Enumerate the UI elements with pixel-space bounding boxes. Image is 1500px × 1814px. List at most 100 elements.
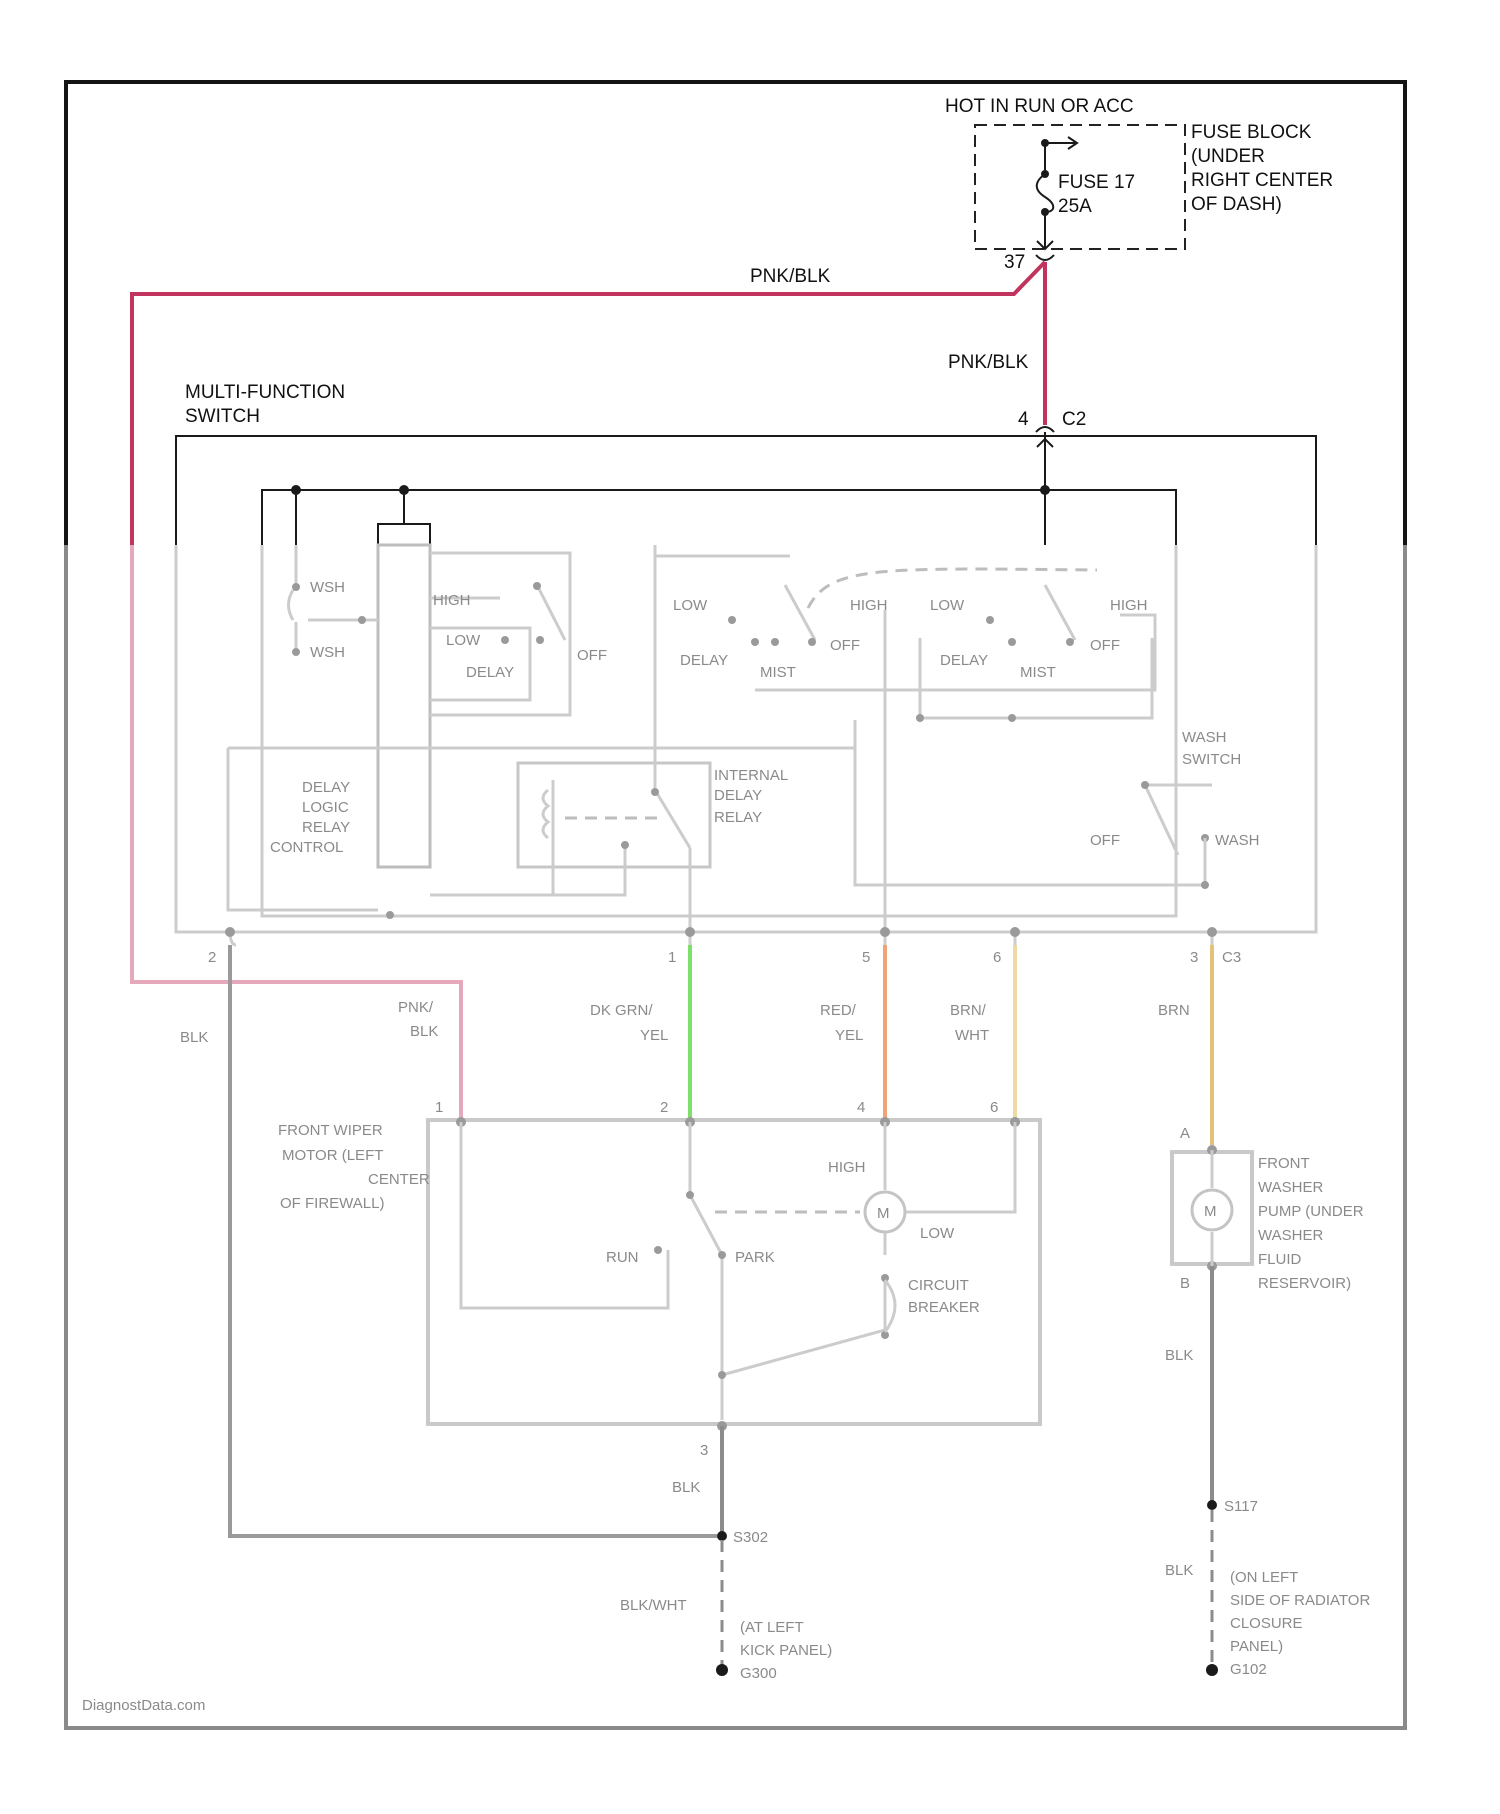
mfs-title-2: SWITCH: [185, 406, 260, 427]
motor-breaker-1: CIRCUIT: [908, 1277, 969, 1294]
pnk-blk-lower-1: PNK/: [398, 999, 434, 1016]
washer-wash: WASH: [1215, 832, 1259, 849]
pin-5-label: 5: [862, 949, 870, 966]
motor-run: RUN: [606, 1249, 639, 1266]
frame-bottom: [66, 545, 1405, 1728]
washer-blk-2: BLK: [1165, 1562, 1193, 1579]
motor-internal-wiring: [461, 1122, 1015, 1420]
g102-3: CLOSURE: [1230, 1615, 1303, 1632]
wash-dot-1: [292, 583, 300, 591]
motor-run-dot: [654, 1246, 662, 1254]
fuse-block-label-1: FUSE BLOCK: [1191, 122, 1312, 143]
washer-switch-dot-a: [1141, 781, 1149, 789]
brn-label: BRN: [1158, 1002, 1190, 1019]
motor-low: LOW: [920, 1225, 955, 1242]
pnk-blk-lower-2: BLK: [410, 1023, 438, 1040]
fuse-block-label-2: (UNDER: [1191, 146, 1265, 167]
s117-label: S117: [1224, 1498, 1258, 1515]
motor-ground-dot: [718, 1371, 726, 1379]
wiper-motor-box: [428, 1120, 1040, 1424]
motor-title-1: FRONT WIPER: [278, 1122, 383, 1139]
internal-relay-1: INTERNAL: [714, 767, 788, 784]
washer-title-5: FLUID: [1258, 1251, 1302, 1268]
washer-switch-title-1: WASH: [1182, 729, 1226, 746]
fuse-block-label-4: OF DASH): [1191, 194, 1282, 215]
internal-relay-2: DELAY: [714, 787, 762, 804]
motor-pin-2: 2: [660, 1099, 668, 1116]
sw1-dot-a: [533, 582, 541, 590]
wash-switch-left: [289, 545, 297, 655]
sw3-dot-d: [916, 714, 924, 722]
sw1-low: LOW: [446, 632, 481, 649]
bus-dot-1: [291, 485, 301, 495]
motor-pin-1: 1: [435, 1099, 443, 1116]
s302-dot: [717, 1531, 727, 1541]
fuse-block-label-3: RIGHT CENTER: [1191, 170, 1333, 191]
g300-1: (AT LEFT: [740, 1619, 804, 1636]
pin-1-label: 1: [668, 949, 676, 966]
motor-breaker-2: BREAKER: [908, 1299, 980, 1316]
relay-dot-b: [621, 841, 629, 849]
motor-high: HIGH: [828, 1159, 866, 1176]
motor-title-2: MOTOR (LEFT: [282, 1147, 383, 1164]
internal-relay-3: RELAY: [714, 809, 762, 826]
sw2-dot-c: [771, 638, 779, 646]
sw2-low: LOW: [673, 597, 708, 614]
pin-37-connector: [1036, 255, 1054, 260]
washer-switch-blade: [1145, 785, 1212, 855]
delay-logic-4: CONTROL: [270, 839, 343, 856]
sw1-high: HIGH: [433, 592, 471, 609]
wash-dot-2: [292, 648, 300, 656]
sw2-dot-a: [728, 616, 736, 624]
washer-title-6: RESERVOIR): [1258, 1275, 1351, 1292]
delay-logic-block: [378, 545, 430, 867]
motor-cb-dot-bot: [881, 1331, 889, 1339]
fuse-17-symbol: [1037, 174, 1054, 212]
sw2-high: HIGH: [850, 597, 888, 614]
washer-title-3: PUMP (UNDER: [1258, 1203, 1364, 1220]
g300-dot: [716, 1664, 728, 1676]
sw3-dot-b: [1008, 638, 1016, 646]
g102-4: PANEL): [1230, 1638, 1283, 1655]
washer-switch-title-2: SWITCH: [1182, 751, 1241, 768]
motor-pivot-dot: [686, 1191, 694, 1199]
delay-logic-1: DELAY: [302, 779, 350, 796]
switch-bottom-pins: [225, 927, 1217, 945]
pin-3-label: 3: [1190, 949, 1198, 966]
relay-dot-c: [386, 911, 394, 919]
g300-2: KICK PANEL): [740, 1642, 832, 1659]
sw3-dot-e: [1008, 714, 1016, 722]
washer-title-1: FRONT: [1258, 1155, 1310, 1172]
hot-arrow: [1045, 137, 1077, 149]
relay-coil: [543, 780, 553, 855]
washer-pin-b: B: [1180, 1275, 1190, 1292]
g102-1: (ON LEFT: [1230, 1569, 1298, 1586]
brn-wht-1: BRN/: [950, 1002, 987, 1019]
relay-dot-a: [651, 788, 659, 796]
sw3-dot-a: [986, 616, 994, 624]
motor-title-4: OF FIREWALL): [280, 1195, 384, 1212]
delay-logic-2: LOGIC: [302, 799, 349, 816]
c3-label: C3: [1222, 949, 1241, 966]
motor-park-dot: [718, 1251, 726, 1259]
sw1-off: OFF: [577, 647, 607, 664]
sw3-delay: DELAY: [940, 652, 988, 669]
switch-1-inner: [430, 598, 530, 700]
sw1-dot-c: [536, 636, 544, 644]
switch-1-blade: [537, 585, 565, 640]
delay-logic-3: RELAY: [302, 819, 350, 836]
switch-3-box: [885, 610, 1152, 930]
washer-switch-dot-c: [1201, 881, 1209, 889]
pin-4-label: 4: [1018, 409, 1029, 430]
wash-link-dot: [358, 616, 366, 624]
relay-contact: [655, 790, 690, 930]
pnk-blk-wire-top: [132, 262, 1045, 545]
g102-5: G102: [1230, 1661, 1267, 1678]
motor-pin-4: 4: [857, 1099, 865, 1116]
sw2-off: OFF: [830, 637, 860, 654]
washer-title-2: WASHER: [1258, 1179, 1323, 1196]
s117-dot: [1207, 1500, 1217, 1510]
washer-pin-a: A: [1180, 1125, 1190, 1142]
motor-pin-6: 6: [990, 1099, 998, 1116]
